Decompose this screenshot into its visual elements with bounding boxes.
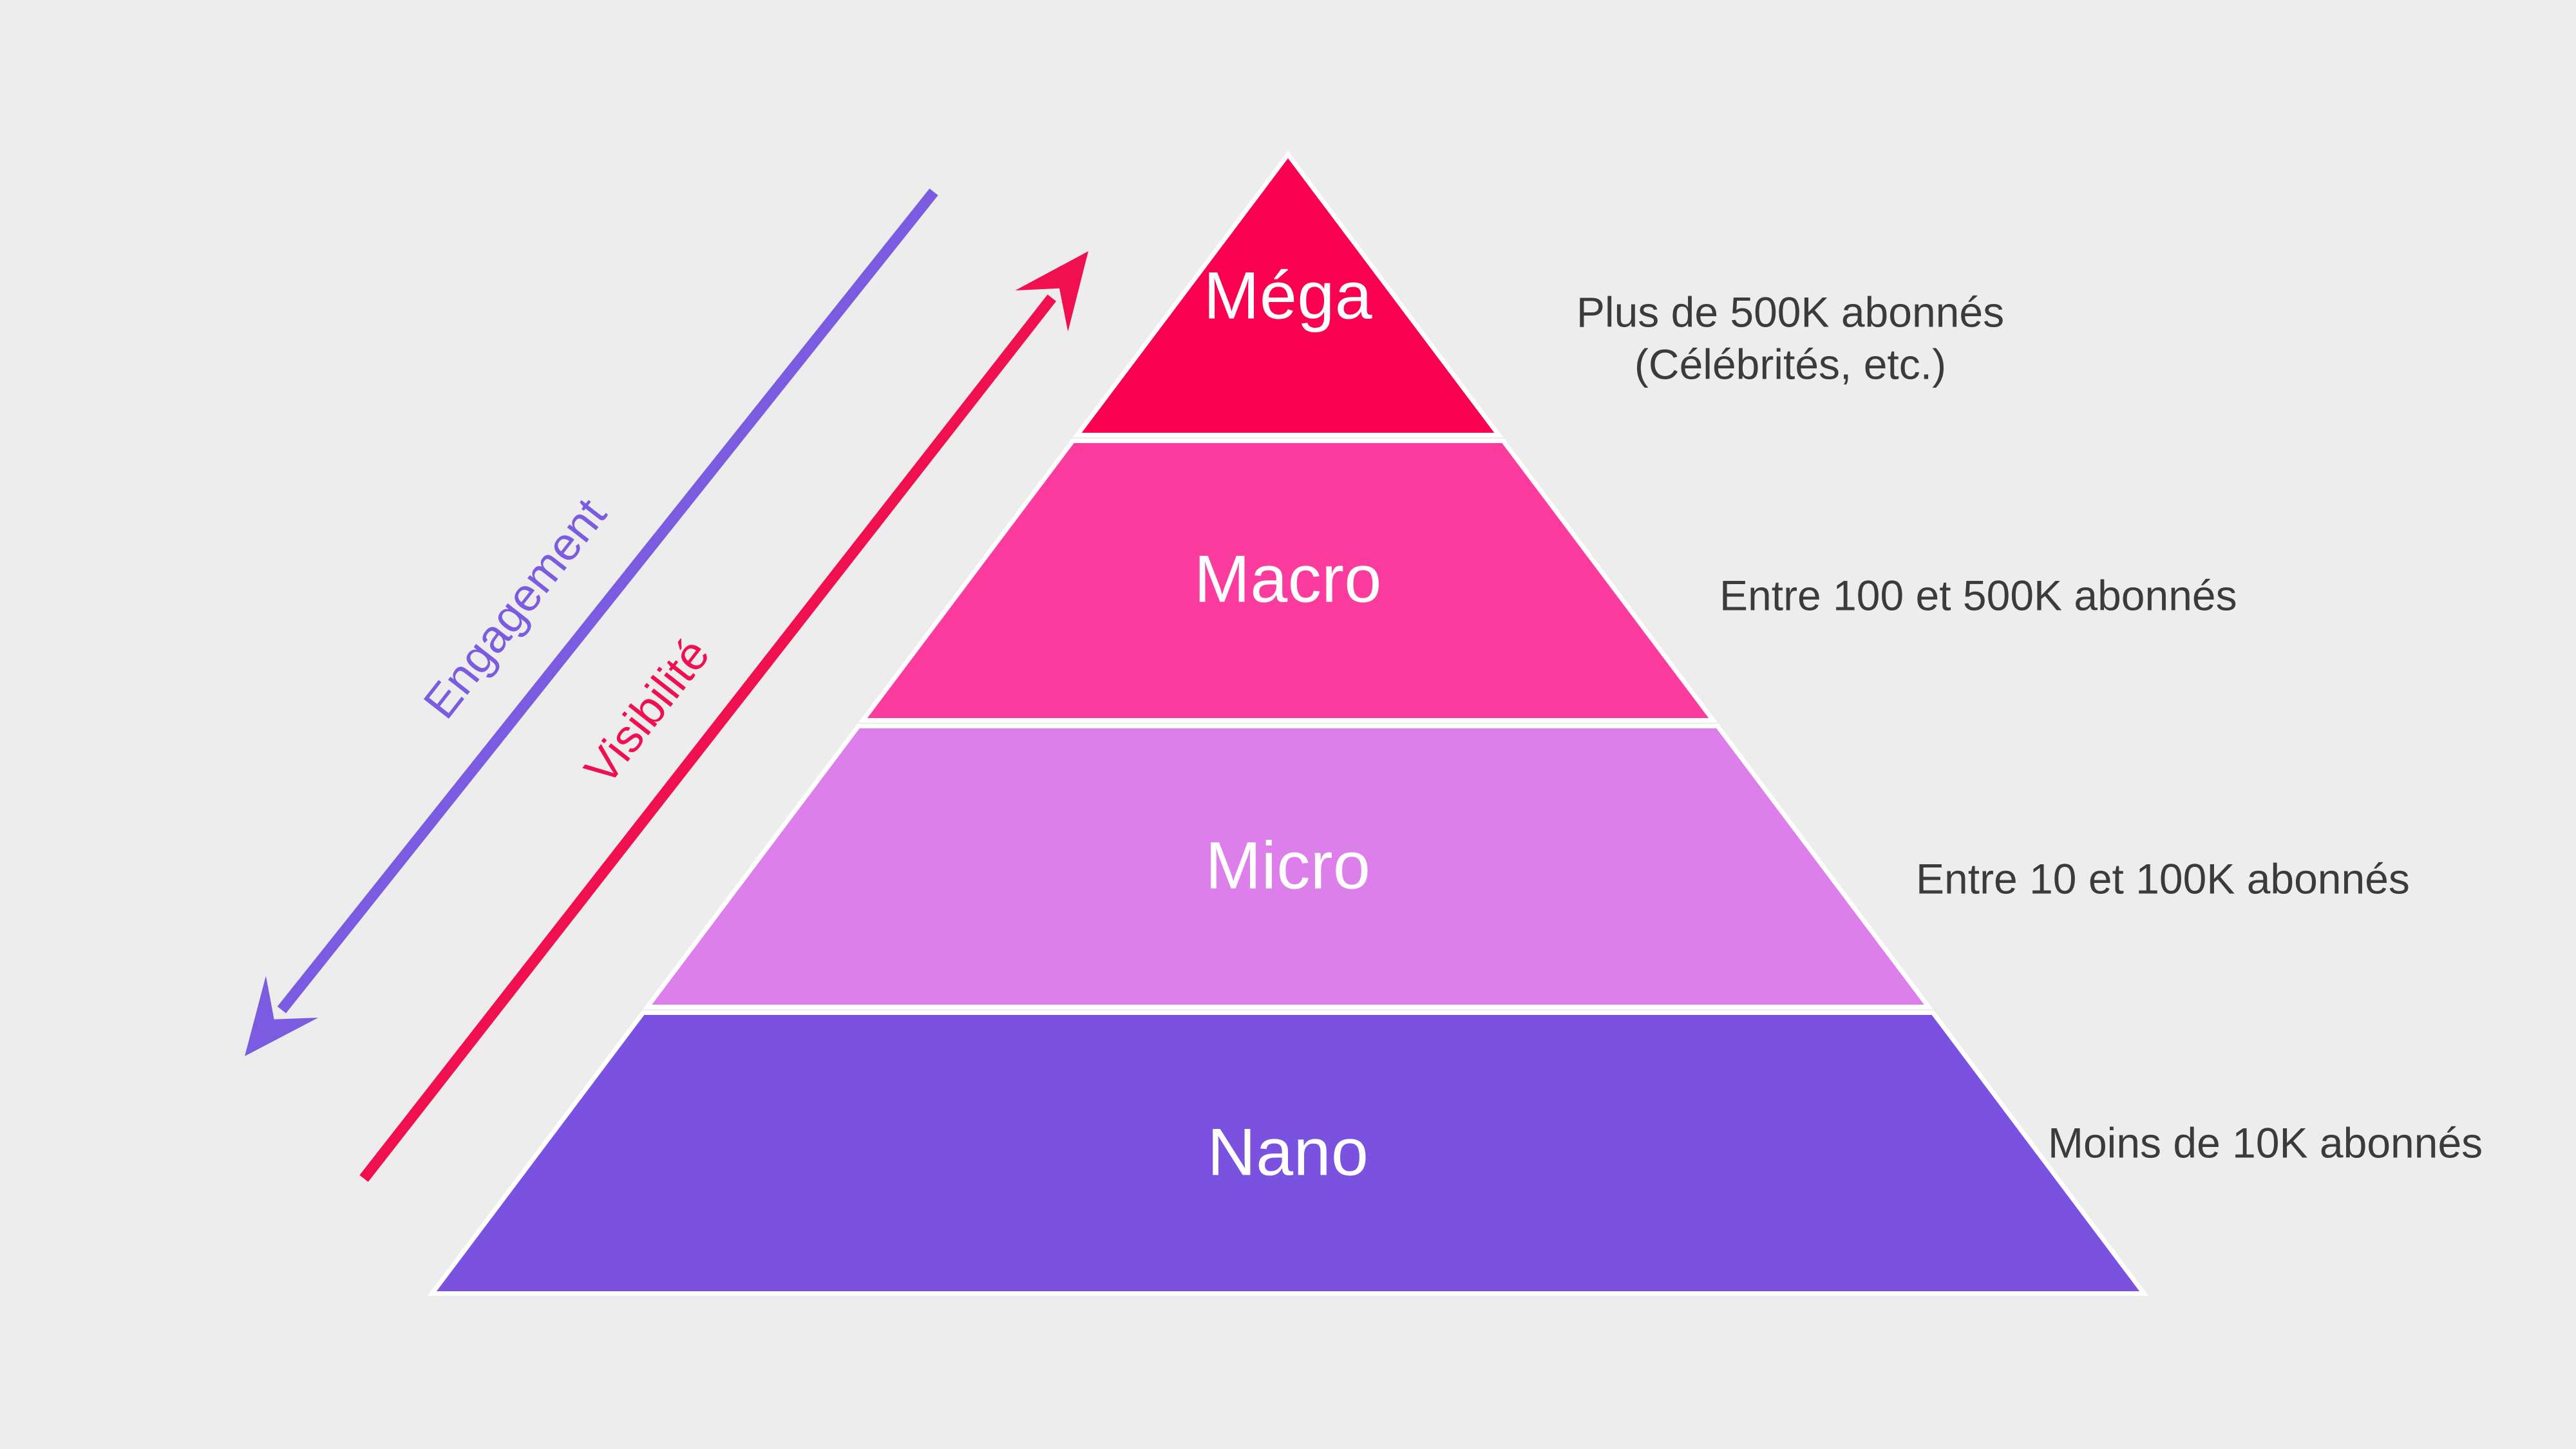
- caption-macro: Entre 100 et 500K abonnés: [1719, 571, 2237, 620]
- caption-mega: Plus de 500K abonnés (Célébrités, etc.): [1576, 288, 2005, 388]
- axis-arrowhead-engagement: [245, 976, 319, 1056]
- axis-label-visibilite: Visibilité: [574, 629, 720, 795]
- pyramid-tier-micro: [643, 724, 1933, 1009]
- axis-arrow-shaft-visibilite: [359, 294, 1057, 1182]
- tier-label-macro: Macro: [1194, 542, 1382, 617]
- axis-label-engagement: Engagement: [413, 489, 617, 728]
- pyramid-tier-nano: [427, 1010, 2149, 1296]
- axis-arrow-shaft-engagement: [277, 188, 938, 1014]
- caption-nano: Moins de 10K abonnés: [2048, 1119, 2483, 1167]
- axis-arrowhead-visibilite: [1015, 251, 1088, 332]
- tier-label-micro: Micro: [1205, 828, 1371, 904]
- tier-label-nano: Nano: [1207, 1115, 1369, 1190]
- tier-label-mega: Méga: [1203, 258, 1373, 334]
- pyramid-tier-macro: [858, 439, 1718, 723]
- caption-micro: Entre 10 et 100K abonnés: [1916, 855, 2410, 903]
- pyramid-tier-mega: [1072, 151, 1504, 437]
